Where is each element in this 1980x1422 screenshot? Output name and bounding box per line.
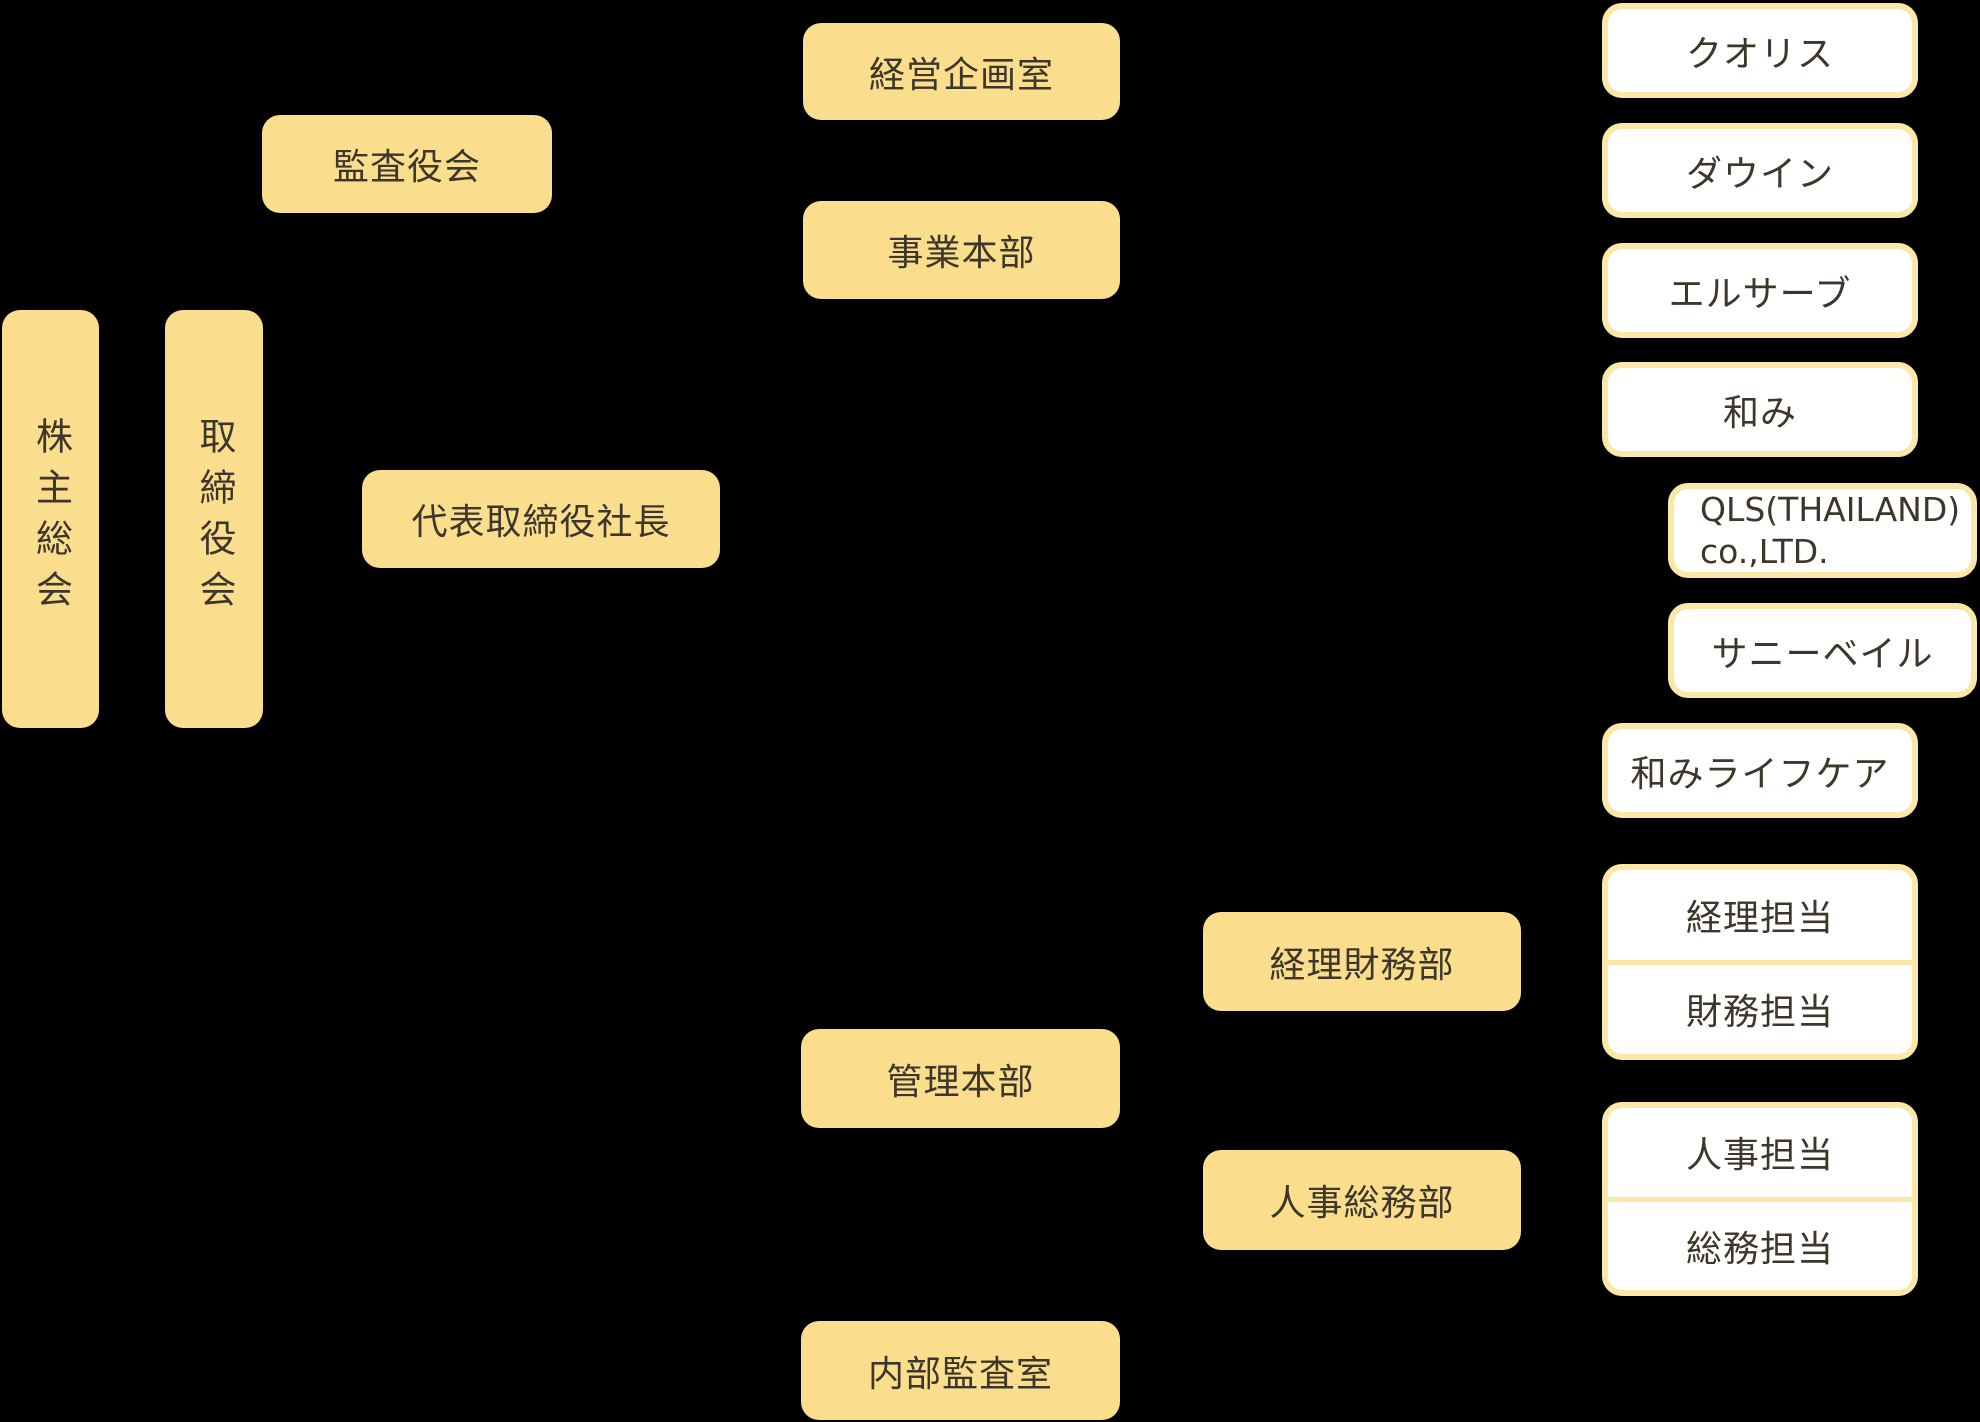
subsidiary-qualis-box: クオリス — [1602, 3, 1918, 98]
cell-divider — [1608, 1196, 1912, 1202]
general-affairs-team-cell: 総務担当 — [1685, 1228, 1834, 1270]
business-division-box: 事業本部 — [803, 201, 1120, 299]
president-box: 代表取締役社長 — [362, 470, 720, 568]
subsidiary-nagomi-lifecare-box: 和みライフケア — [1602, 723, 1918, 818]
hr-general-affairs-dept-box: 人事総務部 — [1203, 1150, 1521, 1250]
accounting-finance-dept-box: 経理財務部 — [1203, 912, 1521, 1011]
audit-committee-box: 監査役会 — [262, 115, 552, 213]
subsidiary-dauin-box: ダウイン — [1602, 123, 1918, 218]
subsidiary-nagomi-box: 和み — [1602, 362, 1918, 457]
subsidiary-elserve-box: エルサーブ — [1602, 243, 1918, 338]
admin-division-box: 管理本部 — [801, 1029, 1120, 1128]
finance-team-cell: 財務担当 — [1685, 992, 1834, 1034]
accounting-team-cell: 経理担当 — [1685, 897, 1834, 939]
subsidiary-sunnyvale-box: サニーベイル — [1668, 603, 1977, 698]
internal-audit-office-box: 内部監査室 — [801, 1321, 1120, 1420]
shareholders-meeting-box: 株主総会 — [2, 310, 99, 728]
board-of-directors-box: 取締役会 — [165, 310, 263, 728]
accounting-finance-teams-box: 経理担当 財務担当 — [1602, 864, 1918, 1060]
subsidiary-qls-thailand-box: QLS(THAILAND) co.,LTD. — [1668, 483, 1977, 578]
hr-general-affairs-teams-box: 人事担当 総務担当 — [1602, 1102, 1918, 1296]
cell-divider — [1608, 959, 1912, 965]
hr-team-cell: 人事担当 — [1685, 1135, 1834, 1177]
corporate-planning-office-box: 経営企画室 — [803, 23, 1120, 120]
